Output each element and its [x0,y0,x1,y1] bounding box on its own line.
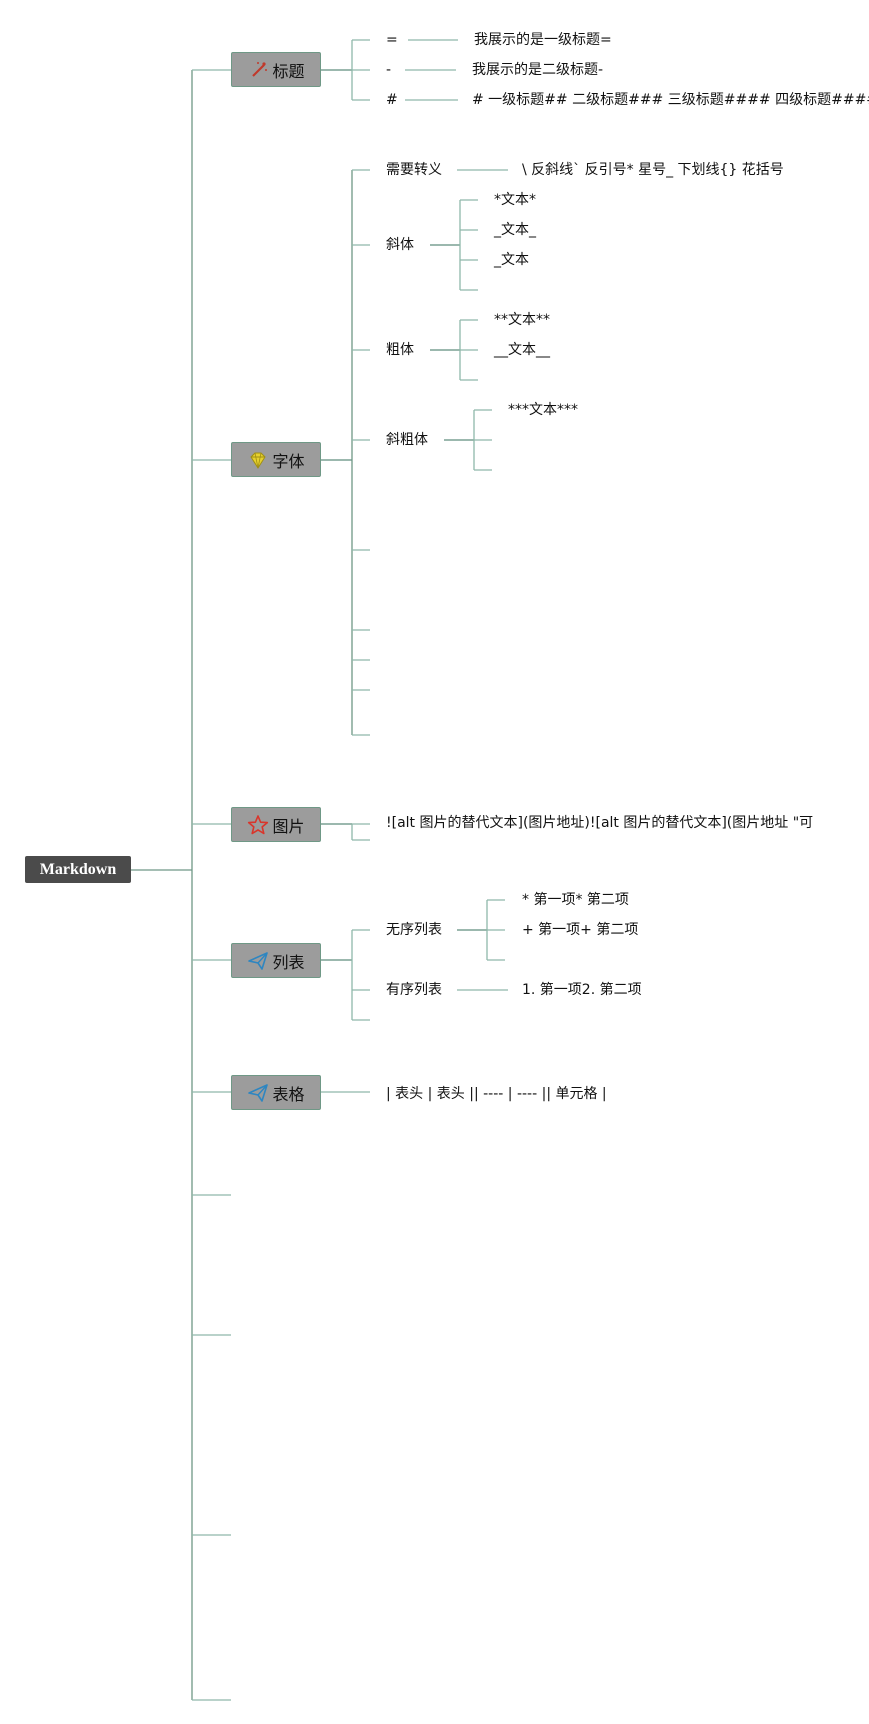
list-unordered-item[interactable]: * 第一项* 第二项 [522,892,629,908]
list-ordered-label[interactable]: 有序列表 [386,982,442,998]
font-italic-item[interactable]: _文本 [494,252,529,268]
topic-heading[interactable]: 标题 [231,52,321,87]
font-bold-item[interactable]: __文本__ [494,342,550,358]
topic-heading-label: 标题 [272,61,305,81]
table-syntax-value[interactable]: | 表头 | 表头 || ---- | ---- || 单元格 | [386,1086,607,1102]
topic-table[interactable]: 表格 [231,1075,321,1110]
topic-font[interactable]: 字体 [231,442,321,477]
font-italic-label[interactable]: 斜体 [386,237,414,253]
heading-value-atx[interactable]: # 一级标题## 二级标题### 三级标题#### 四级标题#### [472,92,869,108]
topic-image-label: 图片 [272,816,305,836]
font-bold-item[interactable]: **文本** [494,312,550,328]
root-node[interactable]: Markdown [25,856,131,883]
heading-key-dash[interactable]: - [386,62,392,78]
font-italic-item[interactable]: _文本_ [494,222,536,238]
font-bolditalic-label[interactable]: 斜粗体 [386,432,428,448]
heading-key-hash[interactable]: # [386,92,398,108]
heading-value-h1[interactable]: 我展示的是一级标题= [474,32,612,48]
paper-plane-icon [247,950,269,972]
list-unordered-item[interactable]: + 第一项+ 第二项 [522,922,639,938]
topic-font-label: 字体 [272,451,305,471]
heading-key-equals[interactable]: = [386,32,398,48]
list-unordered-label[interactable]: 无序列表 [386,922,442,938]
list-ordered-value[interactable]: 1. 第一项2. 第二项 [522,982,642,998]
image-syntax-value[interactable]: ![alt 图片的替代文本](图片地址)![alt 图片的替代文本](图片地址 … [386,815,814,831]
font-bold-label[interactable]: 粗体 [386,342,414,358]
topic-table-label: 表格 [272,1084,305,1104]
topic-list-label: 列表 [272,952,305,972]
paper-plane-icon [247,1082,269,1104]
star-icon [247,814,269,836]
font-bolditalic-item[interactable]: ***文本*** [508,402,578,418]
heading-value-h2[interactable]: 我展示的是二级标题- [472,62,604,78]
font-italic-item[interactable]: *文本* [494,192,536,208]
font-escape-label[interactable]: 需要转义 [386,162,442,178]
topic-image[interactable]: 图片 [231,807,321,842]
diamond-icon [247,449,269,471]
topic-list[interactable]: 列表 [231,943,321,978]
font-escape-value[interactable]: \ 反斜线` 反引号* 星号_ 下划线{} 花括号 [522,162,784,178]
magic-wand-icon [247,59,269,81]
